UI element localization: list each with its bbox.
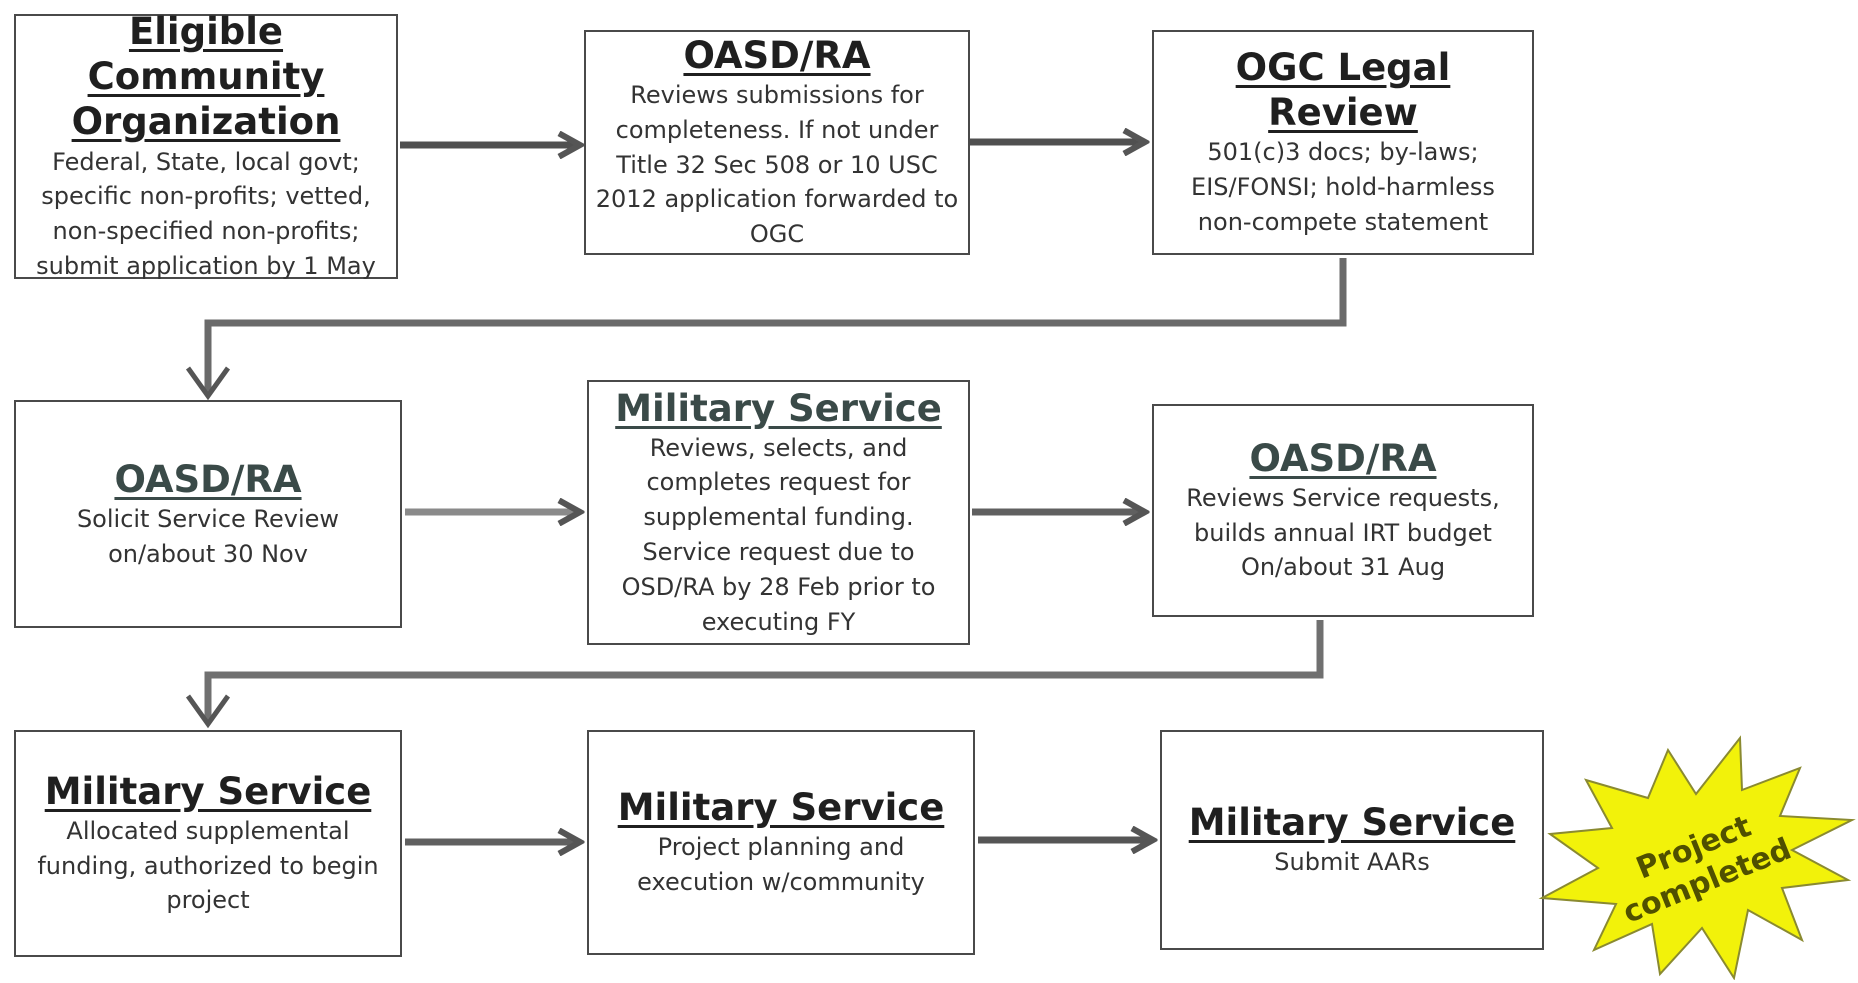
- step-title: Military Service: [615, 386, 942, 430]
- step-description: Federal, State, local govt; specific non…: [36, 147, 376, 280]
- arrowhead-milsvc2: [185, 694, 231, 729]
- step-military-service-allocated: Military Service Allocated supplemental …: [14, 730, 402, 957]
- step-ogc-legal-review: OGC Legal Review 501(c)3 docs; by-laws; …: [1152, 30, 1534, 255]
- step-description: Solicit Service Review on/about 30 Nov: [76, 504, 340, 568]
- step-oasd-ra-solicit: OASD/RA Solicit Service Review on/about …: [14, 400, 402, 628]
- project-completed-starburst: Project completed: [1538, 735, 1856, 980]
- step-description: Reviews, selects, and completes request …: [621, 433, 936, 636]
- step-description: Submit AARs: [1274, 848, 1430, 877]
- step-military-service-request: Military Service Reviews, selects, and c…: [587, 380, 970, 645]
- step-description: Project planning and execution w/communi…: [637, 833, 925, 897]
- step-title: OASD/RA: [1249, 436, 1437, 480]
- starburst-shape: [1538, 735, 1856, 980]
- step-title: Military Service: [617, 786, 945, 830]
- step-title: Military Service: [44, 769, 372, 813]
- arrowhead-oasd2: [185, 366, 231, 401]
- step-title: Military Service: [1188, 801, 1516, 845]
- step-description: 501(c)3 docs; by-laws; EIS/FONSI; hold-h…: [1191, 138, 1495, 237]
- step-military-service-execution: Military Service Project planning and ex…: [587, 730, 975, 955]
- step-description: Reviews submissions for completeness. If…: [595, 81, 959, 249]
- connector-ogc-to-oasd2: [204, 258, 1347, 392]
- step-oasd-ra-budget: OASD/RA Reviews Service requests, builds…: [1152, 404, 1534, 617]
- step-oasd-ra-review: OASD/RA Reviews submissions for complete…: [584, 30, 970, 255]
- step-title: OASD/RA: [683, 33, 871, 77]
- step-eligible-organization: Eligible Community Organization Federal,…: [14, 10, 398, 280]
- step-description: Allocated supplemental funding, authoriz…: [37, 816, 379, 915]
- step-title: OGC Legal Review: [1235, 46, 1451, 135]
- step-title: OASD/RA: [114, 457, 302, 501]
- step-title: Eligible Community Organization: [71, 10, 341, 144]
- step-description: Reviews Service requests, builds annual …: [1186, 483, 1500, 582]
- step-military-service-aars: Military Service Submit AARs: [1160, 730, 1544, 950]
- connector-oasd3-to-milsvc2: [204, 620, 1324, 722]
